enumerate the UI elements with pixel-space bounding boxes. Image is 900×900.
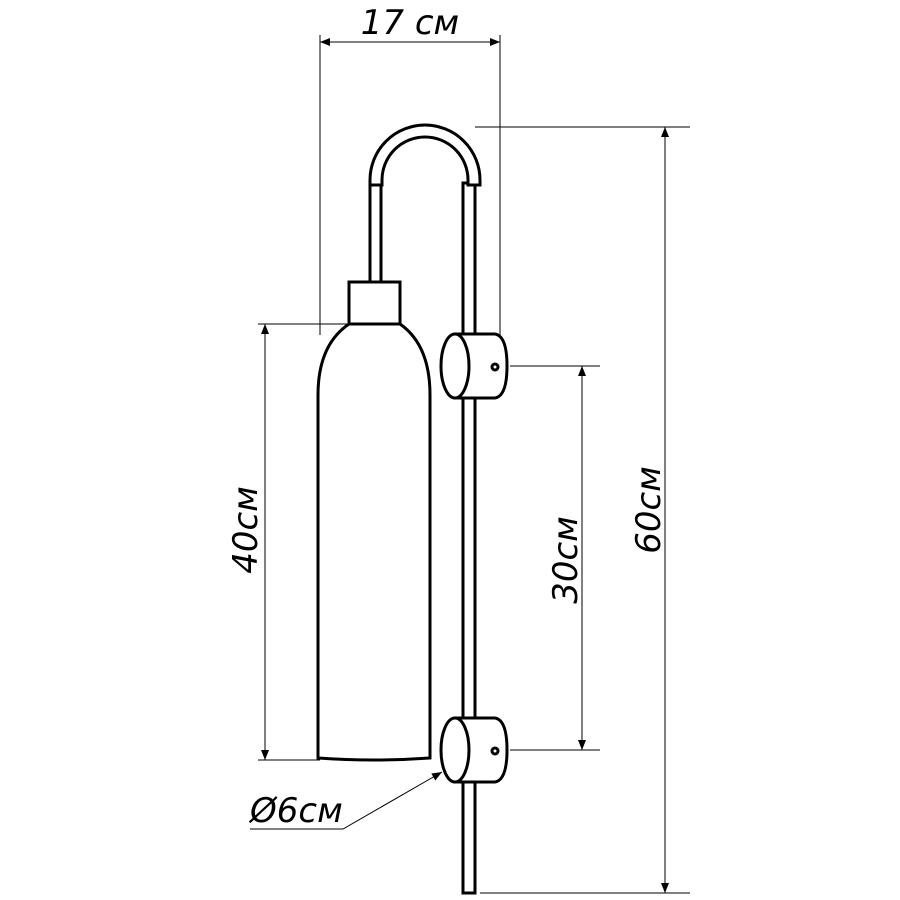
shade-height-dimension: 40см (226, 323, 348, 761)
total-height-dimension: 60см (475, 126, 690, 894)
upper-wall-bracket (439, 332, 509, 400)
total-height-label: 60см (629, 466, 669, 554)
wall-lamp (316, 123, 509, 895)
width-dimension: 17 см (319, 3, 501, 345)
hook-arc (368, 123, 482, 187)
hook-rod (368, 183, 383, 284)
screw-icon (490, 362, 500, 372)
mount-spacing-dimension: 30см (510, 365, 600, 751)
lower-wall-bracket (439, 716, 509, 784)
mount-spacing-label: 30см (546, 516, 586, 604)
diameter-callout: Ø6см (248, 771, 443, 831)
shade-cap (347, 280, 402, 326)
screw-icon (490, 746, 500, 756)
width-label: 17 см (361, 3, 459, 43)
diameter-label: Ø6см (248, 791, 343, 831)
shade-height-label: 40см (226, 486, 266, 574)
glass-shade (316, 322, 432, 762)
wall-rod (461, 181, 477, 895)
